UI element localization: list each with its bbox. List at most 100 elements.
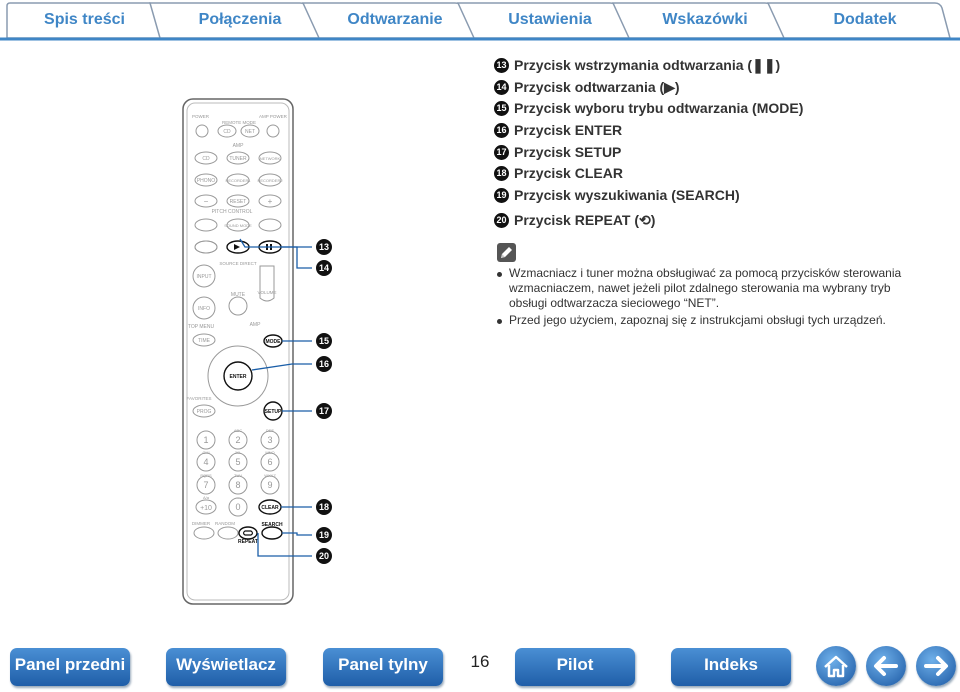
item-label: Przycisk SETUP: [514, 144, 622, 160]
keypad-key-sublabel: PQRS: [200, 473, 212, 478]
remote-label-cd-mode: CD: [223, 129, 231, 135]
tab-tips[interactable]: Wskazówki: [662, 11, 748, 28]
list-item: 16 Przycisk ENTER: [494, 120, 622, 140]
callout-20: 20: [316, 548, 332, 564]
pencil-note-icon: [497, 243, 516, 262]
keypad-key-label[interactable]: 3: [267, 435, 272, 445]
keypad-key-label[interactable]: 2: [235, 435, 240, 445]
item-label: Przycisk REPEAT (⟲): [514, 212, 656, 228]
remote-search-label: SEARCH: [261, 522, 283, 528]
list-item: 13 Przycisk wstrzymania odtwarzania (❚❚): [494, 55, 780, 75]
list-item: 17 Przycisk SETUP: [494, 142, 621, 162]
remote-label-amp-power: AMP POWER: [259, 114, 288, 119]
display-button[interactable]: Wyświetlacz: [166, 648, 286, 686]
arrow-right-icon[interactable]: [916, 646, 956, 686]
remote-label-mute: MUTE: [231, 292, 246, 298]
list-item: 15 Przycisk wyboru trybu odtwarzania (MOD…: [494, 98, 803, 118]
page-number: 16: [470, 652, 490, 671]
keypad-key-label[interactable]: 7: [203, 480, 208, 490]
item-label: Przycisk CLEAR: [514, 165, 623, 181]
keypad-key-sublabel: A/a: [203, 495, 210, 500]
callout-14: 14: [316, 260, 332, 276]
keypad-key-label[interactable]: 4: [203, 457, 208, 467]
note-text: Przed jego użyciem, zapoznaj się z instr…: [509, 313, 886, 327]
callout-17: 17: [316, 403, 332, 419]
remote-label-remote-mode: REMOTE MODE: [222, 120, 256, 125]
remote-label-reset: RESET: [230, 199, 247, 205]
tab-connections[interactable]: Połączenia: [198, 11, 282, 28]
item-number: 14: [494, 79, 509, 95]
arrow-left-icon[interactable]: [866, 646, 906, 686]
keypad-key-sublabel: DEF: [266, 428, 275, 433]
keypad-key-label[interactable]: 9: [267, 480, 272, 490]
remote-label-power: POWER: [192, 114, 210, 119]
item-label: Przycisk wstrzymania odtwarzania (❚❚): [514, 57, 781, 73]
list-item: 20 Przycisk REPEAT (⟲): [494, 210, 655, 230]
tab-contents[interactable]: Spis treści: [44, 11, 125, 28]
item-number: 18: [494, 165, 509, 181]
item-number: 17: [494, 144, 509, 160]
remote-keypad: 1 2 3 4 5 6 7 8 9 +10 0: [200, 435, 272, 512]
remote-label-info: INFO: [198, 306, 210, 312]
item-label: Przycisk ENTER: [514, 122, 623, 138]
keypad-key-label[interactable]: 5: [235, 457, 240, 467]
remote-label-recorder2: RECORDER2: [257, 178, 283, 183]
remote-label-time: TIME: [198, 338, 211, 344]
remote-label-phono: PHONO: [197, 178, 215, 184]
remote-label-input: INPUT: [197, 274, 212, 280]
remote-label-volume: VOLUME: [257, 290, 276, 295]
index-button[interactable]: Indeks: [671, 648, 791, 686]
keypad-key-sublabel: TUV: [234, 473, 242, 478]
remote-label-tuner: TUNER: [229, 156, 247, 162]
keypad-key-label[interactable]: 6: [267, 457, 272, 467]
home-icon[interactable]: [816, 646, 856, 686]
front-panel-button[interactable]: Panel przedni: [10, 648, 130, 686]
remote-label-top-menu: TOP MENU: [188, 324, 215, 330]
remote-label-amp: AMP: [233, 143, 245, 149]
callout-18: 18: [316, 499, 332, 515]
rear-panel-button[interactable]: Panel tylny: [323, 648, 443, 686]
remote-label-net-mode: NET: [245, 129, 255, 135]
item-number: 15: [494, 100, 509, 116]
keypad-key-sublabel: MNO: [265, 450, 274, 455]
keypad-key-label[interactable]: 0: [235, 502, 240, 512]
remote-label-network: NETWORK: [260, 156, 281, 161]
remote-button[interactable]: Pilot: [515, 648, 635, 686]
item-number: 16: [494, 122, 509, 138]
remote-label-source-direct: SOURCE DIRECT: [219, 261, 257, 266]
remote-label-prog: PROG: [197, 409, 212, 415]
tab-appendix[interactable]: Dodatek: [833, 11, 897, 28]
remote-repeat-label: REPEAT: [238, 539, 258, 545]
tab-bar: Spis treści Połączenia Odtwarzanie Ustaw…: [0, 0, 960, 42]
keypad-key-label[interactable]: 8: [235, 480, 240, 490]
tab-settings[interactable]: Ustawienia: [508, 11, 592, 28]
keypad-key-sublabel: WXYZ: [264, 473, 276, 478]
keypad-key-sublabel: JKL: [235, 450, 243, 455]
remote-label-favorites: FAVORITES: [187, 396, 212, 401]
repeat-icon[interactable]: [242, 530, 254, 536]
keypad-key-sublabel: .: [237, 495, 238, 500]
item-label: Przycisk wyszukiwania (SEARCH): [514, 187, 740, 203]
play-icon[interactable]: [234, 244, 240, 250]
remote-label-random: RANDOM: [215, 521, 235, 526]
item-number: 20: [494, 212, 509, 228]
remote-enter-button[interactable]: ENTER: [230, 374, 247, 380]
item-label: Przycisk wyboru trybu odtwarzania (MODE): [514, 100, 804, 116]
keypad-key-label[interactable]: 1: [203, 435, 208, 445]
list-item: 18 Przycisk CLEAR: [494, 163, 623, 183]
remote-label-plus: +: [268, 197, 273, 206]
remote-label-cd: CD: [202, 156, 210, 162]
keypad-key-sublabel: GHI: [202, 450, 209, 455]
remote-label-amp-section: AMP: [250, 322, 262, 328]
keypad-key-label[interactable]: +10: [200, 505, 212, 512]
remote-label-dimmer: DIMMER: [192, 521, 211, 526]
callout-16: 16: [316, 356, 332, 372]
remote-mode-button[interactable]: MODE: [266, 339, 282, 345]
remote-clear-button[interactable]: CLEAR: [261, 505, 279, 511]
tab-playback[interactable]: Odtwarzanie: [347, 11, 443, 28]
item-number: 13: [494, 57, 509, 73]
callout-15: 15: [316, 333, 332, 349]
remote-label-minus: −: [204, 197, 209, 206]
remote-setup-button[interactable]: SETUP: [265, 409, 282, 415]
